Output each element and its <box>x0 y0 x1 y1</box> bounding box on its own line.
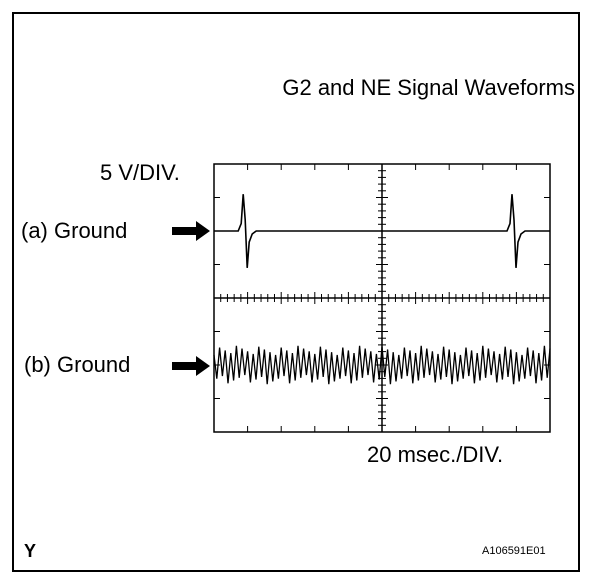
waveform-a <box>214 194 550 268</box>
voltage-scale-label: 5 V/DIV. <box>100 160 180 185</box>
arrow-right-icon <box>172 221 210 241</box>
footer-letter: Y <box>24 541 37 561</box>
figure-frame <box>12 12 580 572</box>
channel-a-label: (a) Ground <box>21 218 128 243</box>
figure-title: G2 and NE Signal Waveforms <box>282 75 575 100</box>
figure-id: A106591E01 <box>482 545 546 557</box>
time-scale-label: 20 msec./DIV. <box>367 442 504 467</box>
waveform-b <box>213 345 551 385</box>
channel-b-label: (b) Ground <box>24 352 131 377</box>
arrow-right-icon <box>172 356 210 376</box>
graticule-ticks <box>213 163 551 433</box>
